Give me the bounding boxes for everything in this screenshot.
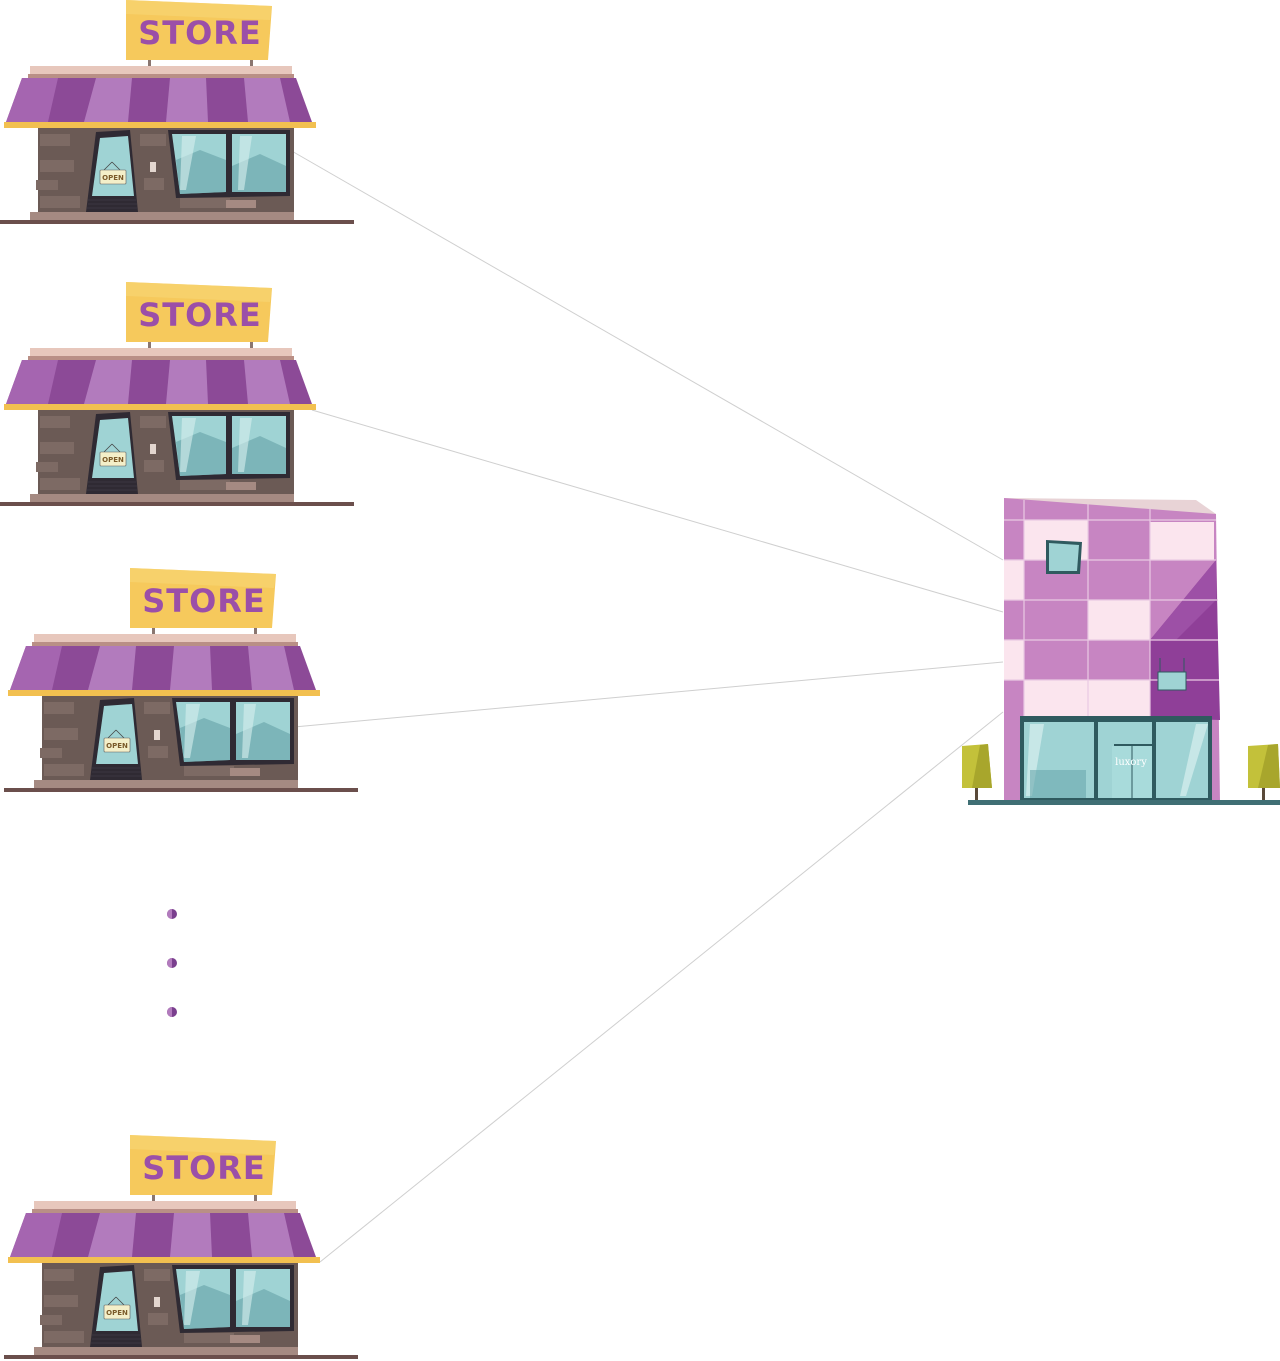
store-sign-text: STORE [138, 296, 262, 334]
open-sign-text: OPEN [102, 456, 124, 464]
store-2: STORE OPEN [0, 281, 355, 507]
tree-right [1248, 744, 1280, 800]
connector-lines [289, 149, 1004, 1263]
store-3: STORE OPEN [3, 567, 359, 793]
mall-building: luxory [962, 498, 1280, 805]
connector-line-1 [289, 149, 1004, 561]
open-sign-text: OPEN [102, 174, 124, 182]
open-sign-text: OPEN [106, 1309, 128, 1317]
store-1: STORE OPEN [0, 0, 355, 225]
open-sign-text: OPEN [106, 742, 128, 750]
mall-door-label: luxory [1115, 757, 1147, 768]
tree-left [962, 744, 992, 800]
connector-line-4 [319, 711, 1004, 1263]
store-4: STORE OPEN [3, 1134, 359, 1360]
store-sign-text: STORE [142, 1149, 266, 1187]
store-sign-text: STORE [138, 14, 262, 52]
connector-line-3 [293, 661, 1004, 728]
connector-line-2 [311, 409, 1004, 613]
ellipsis-dots [167, 909, 177, 1017]
store-sign-text: STORE [142, 582, 266, 620]
